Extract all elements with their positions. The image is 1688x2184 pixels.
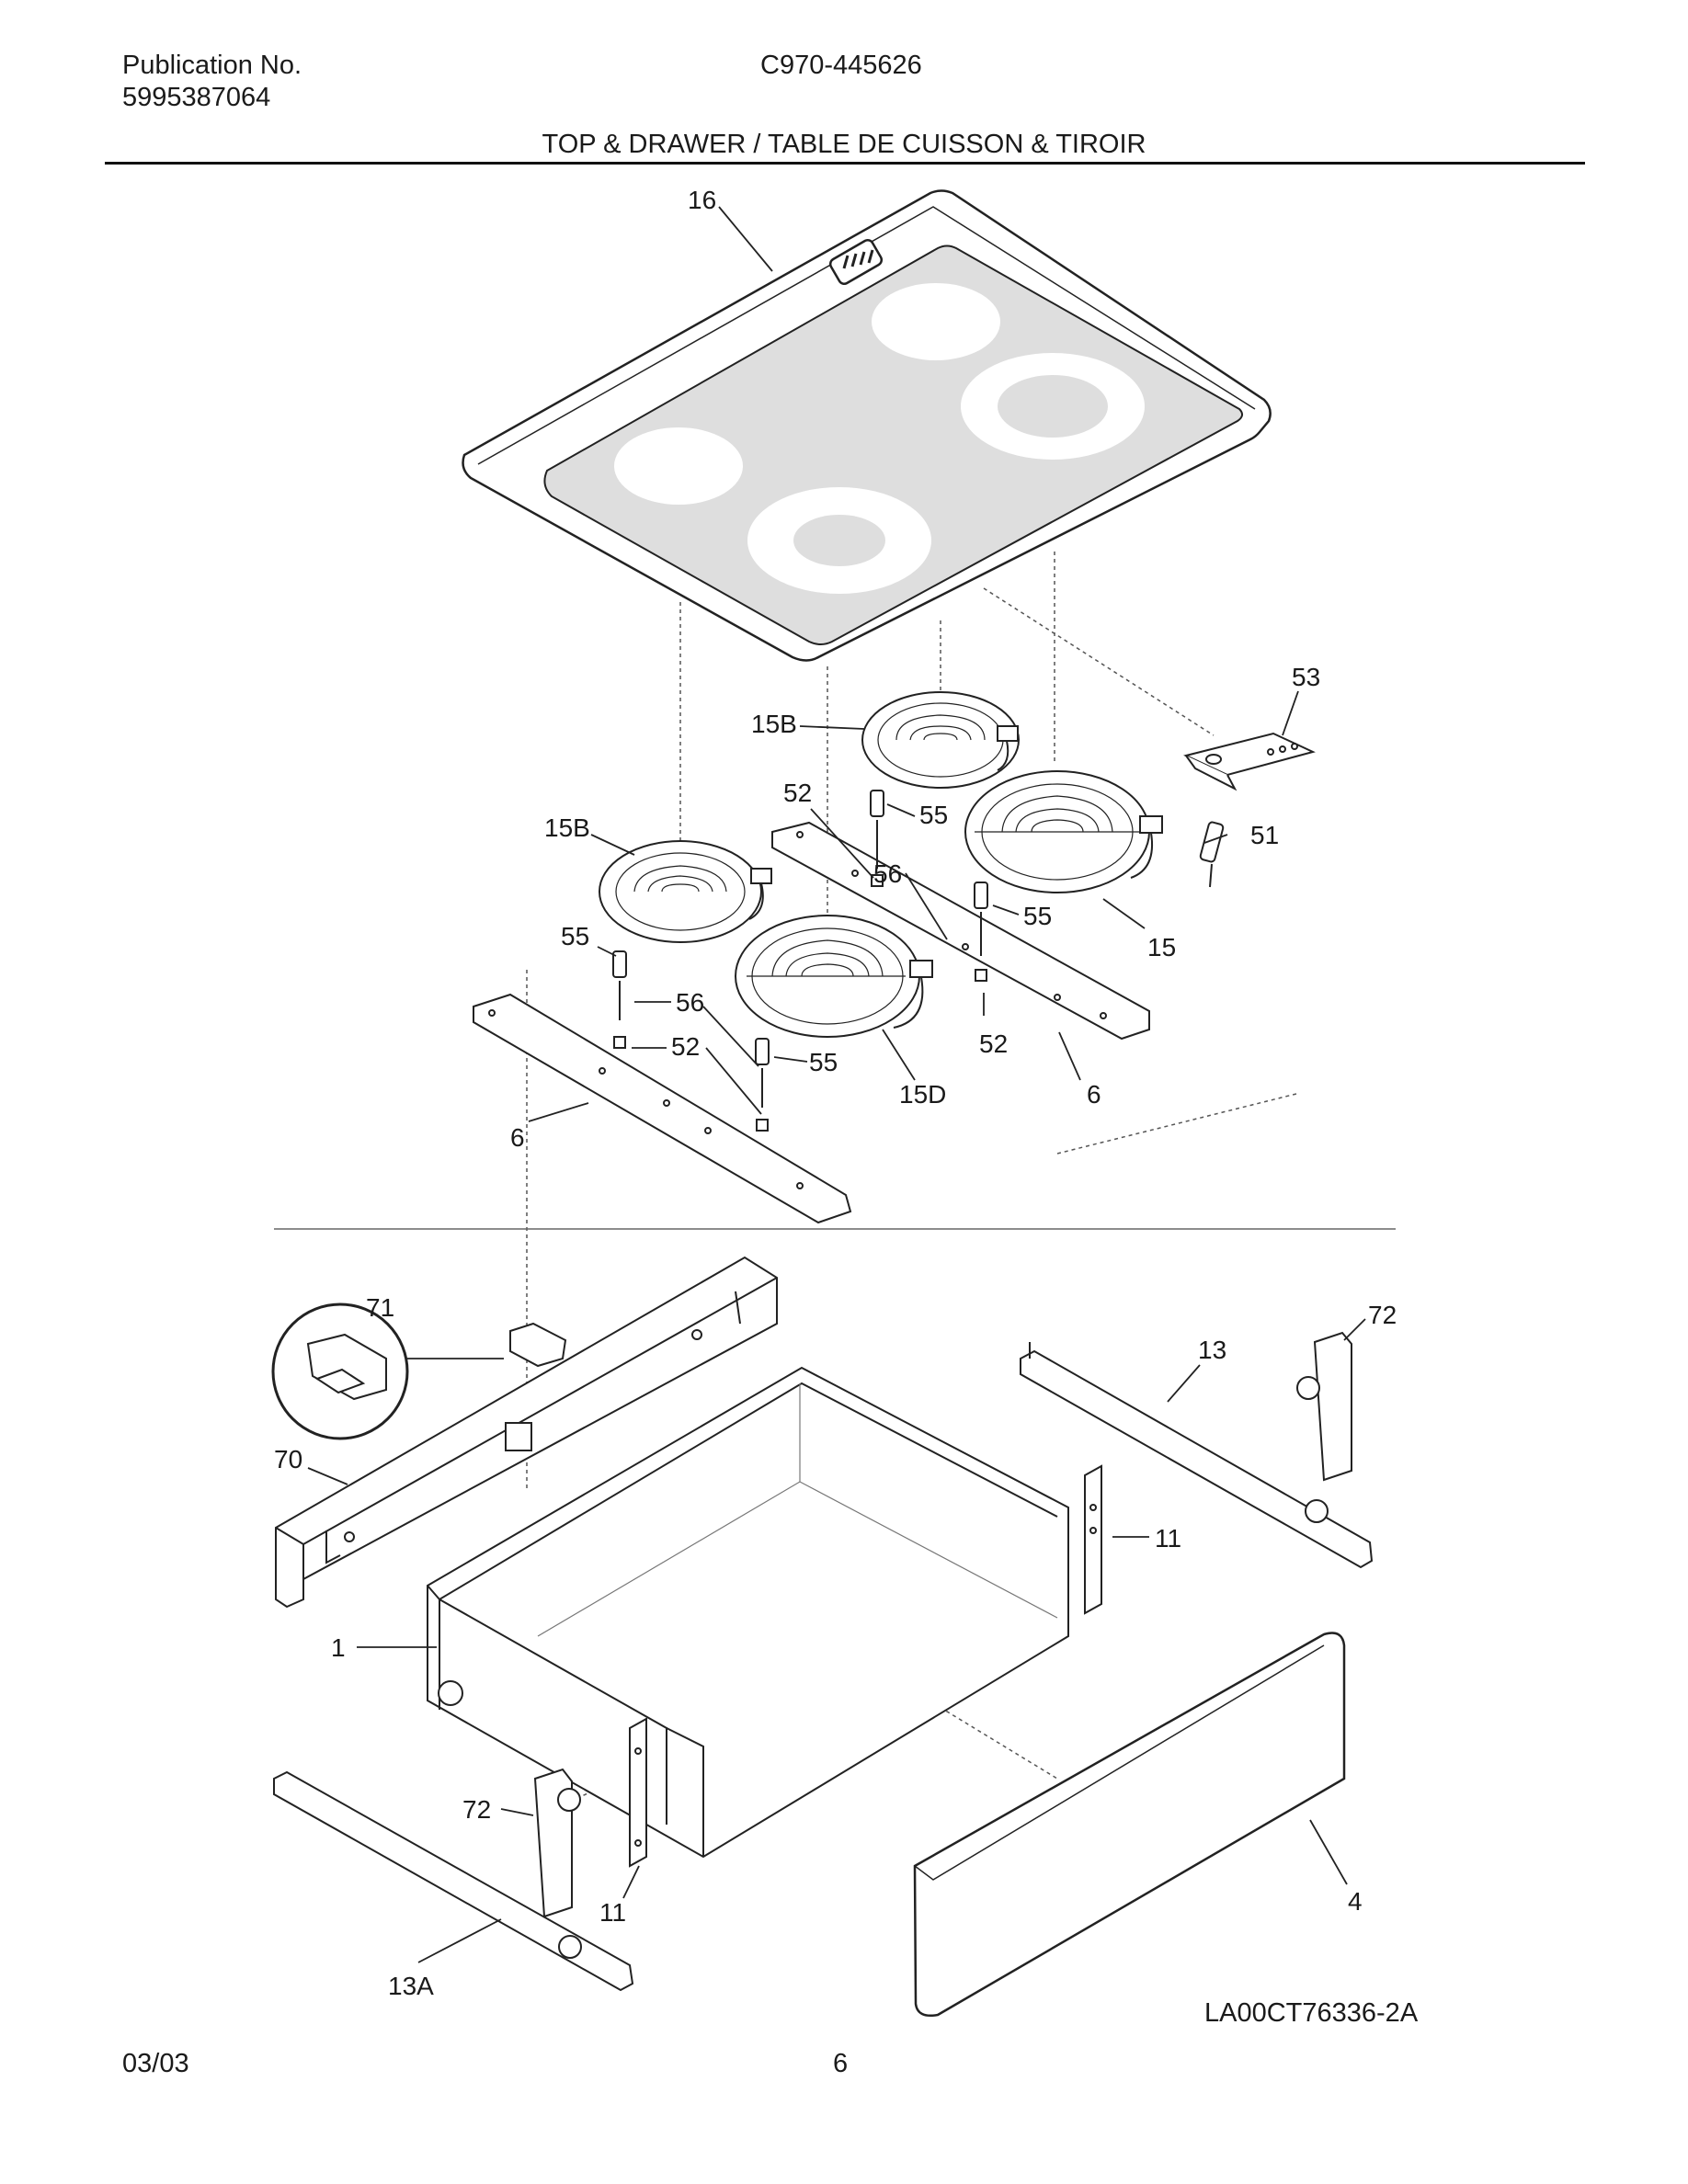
drawer-slide-72-right xyxy=(1296,1331,1352,1482)
callout-55-d: 55 xyxy=(809,1048,838,1076)
callout-6-right: 6 xyxy=(1087,1080,1101,1109)
title-divider xyxy=(105,162,1585,165)
callout-11-left: 11 xyxy=(599,1898,626,1927)
callout-72-left: 72 xyxy=(462,1795,491,1824)
callout-1: 1 xyxy=(331,1633,346,1662)
rear-rail-70 xyxy=(275,1256,778,1609)
drawer-slide-72-left xyxy=(533,1768,581,1918)
callout-53: 53 xyxy=(1292,663,1320,691)
detail-circle-71 xyxy=(271,1302,504,1440)
callout-labels: 16 53 15B 52 55 51 15B 56 55 15 55 56 52… xyxy=(274,186,1397,2000)
callout-52-c: 52 xyxy=(979,1029,1008,1058)
publication-label: Publication No. xyxy=(122,51,302,80)
callout-15D: 15D xyxy=(899,1080,946,1109)
callout-13: 13 xyxy=(1198,1336,1226,1364)
callout-52-a: 52 xyxy=(783,779,812,807)
callout-70: 70 xyxy=(274,1445,302,1473)
drawer-bracket-11-left xyxy=(629,1717,647,1868)
model-code: C970-445626 xyxy=(760,51,922,80)
radiant-element-15B-left xyxy=(599,840,772,943)
slide-rail-13 xyxy=(1020,1342,1374,1569)
slide-rail-13A xyxy=(273,1770,634,1992)
screws-spacers xyxy=(612,790,988,1132)
page-number: 6 xyxy=(833,2049,849,2078)
callout-52-b: 52 xyxy=(671,1032,700,1061)
drawer-leader-lines xyxy=(307,1318,1366,1963)
callout-16: 16 xyxy=(688,186,716,214)
callout-15B-top: 15B xyxy=(751,710,797,738)
callout-15: 15 xyxy=(1147,933,1176,961)
radiant-element-15B-top xyxy=(861,691,1020,789)
footer-date: 03/03 xyxy=(122,2049,189,2078)
drawer-bracket-11-right xyxy=(1084,1464,1102,1615)
indicator-plate-53 xyxy=(1183,732,1316,791)
element-bracket-6-right xyxy=(771,821,1150,1041)
callout-15B-left: 15B xyxy=(544,813,590,842)
cooktop-glass-top xyxy=(462,189,1272,662)
drawer-front-4 xyxy=(913,1632,1346,2017)
callout-55-b: 55 xyxy=(1023,902,1052,930)
callout-56-a: 56 xyxy=(873,859,902,888)
callout-55-c: 55 xyxy=(561,922,589,950)
callout-51: 51 xyxy=(1250,821,1279,849)
clip-71 xyxy=(509,1322,567,1368)
callout-71: 71 xyxy=(366,1293,394,1322)
page-title: TOP & DRAWER / TABLE DE CUISSON & TIROIR xyxy=(542,130,1146,159)
callout-72-right: 72 xyxy=(1368,1301,1397,1329)
leader-lines xyxy=(528,206,1299,1122)
radiant-element-15 xyxy=(964,770,1163,893)
callout-56-b: 56 xyxy=(676,988,704,1017)
drawing-reference: LA00CT76336-2A xyxy=(1204,1998,1419,2028)
callout-4: 4 xyxy=(1348,1887,1363,1916)
callout-13A: 13A xyxy=(388,1972,434,2000)
terminal-block-51 xyxy=(1199,821,1225,888)
drawer-body-1 xyxy=(427,1366,1069,1859)
callout-55-a: 55 xyxy=(919,801,948,829)
publication-number: 5995387064 xyxy=(122,83,271,112)
radiant-element-15D xyxy=(735,915,933,1038)
callout-6-left: 6 xyxy=(510,1123,525,1152)
callout-11-right: 11 xyxy=(1155,1524,1181,1553)
element-bracket-6-left xyxy=(473,993,852,1224)
